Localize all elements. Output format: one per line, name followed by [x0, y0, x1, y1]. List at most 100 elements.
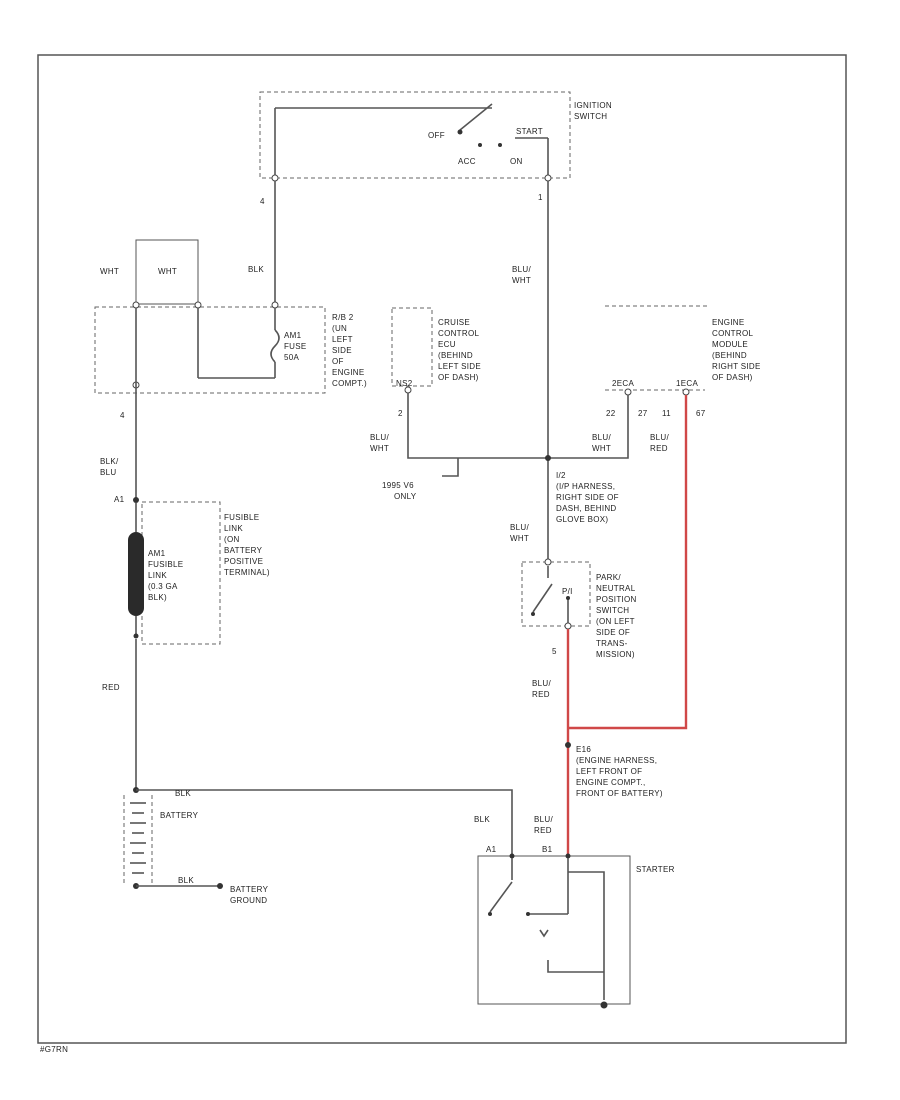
splice-i2: I/2 (I/P HARNESS, RIGHT SIDE OF DASH, BE…: [510, 455, 619, 543]
ecm-title-6: OF DASH): [712, 373, 753, 382]
ignition-acc: ACC: [458, 157, 476, 166]
ignition-off: OFF: [428, 131, 445, 140]
rb2-title-7: COMPT.): [332, 379, 367, 388]
rb2-title-1: R/B 2: [332, 313, 354, 322]
wire-label-bluwht-2b: WHT: [370, 444, 389, 453]
starter: STARTER A1 B1: [477, 845, 674, 1009]
starter-pin-b: B1: [542, 845, 553, 854]
fusible-title-5: POSITIVE: [224, 557, 263, 566]
wire-label-bluwht-3b: WHT: [592, 444, 611, 453]
ecm-pin-a: 2ECA: [612, 379, 634, 388]
pn-title-8: MISSION): [596, 650, 635, 659]
wire-label-blured-1b: RED: [650, 444, 668, 453]
ignition-start: START: [516, 127, 543, 136]
footer-code: #G7RN: [40, 1045, 68, 1054]
e16-title-5: FRONT OF BATTERY): [576, 789, 663, 798]
cruise-title-3: ECU: [438, 340, 456, 349]
rb2-title-5: OF: [332, 357, 344, 366]
wire-blk-battery-to-starter: [136, 789, 513, 856]
ignition-pin-left: 4: [260, 197, 265, 206]
fuse-block-rb2: WHT WHT AM1 FUSE 50A R/B 2 (UN LEFT SIDE…: [94, 239, 367, 394]
ecm-pin27: 27: [638, 409, 648, 418]
wire-red-ecm-signal: [568, 395, 688, 730]
starter-pin-a: A1: [486, 845, 497, 854]
cruise-title-1: CRUISE: [438, 318, 470, 327]
fusible-title-2: LINK: [224, 524, 243, 533]
cruise-pin: NS2: [396, 379, 413, 388]
battery-ground-1: BATTERY: [230, 885, 269, 894]
cruise-title-6: OF DASH): [438, 373, 479, 382]
cruise-control-ecu: CRUISE CONTROL ECU (BEHIND LEFT SIDE OF …: [370, 307, 548, 501]
i2-title-4: DASH, BEHIND: [556, 504, 617, 513]
rb2-title-2: (UN: [332, 324, 347, 333]
wire-label-blkblu-a: BLK/: [100, 457, 119, 466]
i2-title-5: GLOVE BOX): [556, 515, 608, 524]
e16-title-4: ENGINE COMPT.,: [576, 778, 646, 787]
pn-pos: P/I: [562, 587, 573, 596]
fusible-link-5: BLK): [148, 593, 167, 602]
fusible-link-1: AM1: [148, 549, 166, 558]
battery: BATTERY BLK BATTERY GROUND: [123, 787, 269, 905]
wire-label-blured-1a: BLU/: [650, 433, 669, 442]
wire-label-blkblu-b: BLU: [100, 468, 116, 477]
pn-title-2: NEUTRAL: [596, 584, 636, 593]
diagram-frame: [37, 54, 847, 1044]
fusible-link-element: [128, 532, 144, 616]
ignition-title-2: SWITCH: [574, 112, 607, 121]
ecm-title-2: CONTROL: [712, 329, 753, 338]
fusible-link: A1 AM1 FUSIBLE LINK (0.3 GA BLK) FUSIBLE…: [114, 495, 270, 645]
wire-label-blk-starter: BLK: [474, 815, 490, 824]
ignition-on: ON: [510, 157, 523, 166]
i2-title-3: RIGHT SIDE OF: [556, 493, 619, 502]
pn-title-4: SWITCH: [596, 606, 629, 615]
model-note-2: ONLY: [394, 492, 417, 501]
ecm-pin11: 11: [662, 409, 671, 418]
fusible-title-1: FUSIBLE: [224, 513, 259, 522]
ignition-title-1: IGNITION: [574, 101, 612, 110]
fusible-title-4: BATTERY: [224, 546, 263, 555]
e16-title-2: (ENGINE HARNESS,: [576, 756, 657, 765]
wire-label-bluwht-1b: WHT: [512, 276, 531, 285]
wire-label-blk-batt: BLK: [175, 789, 191, 798]
fusible-title-6: TERMINAL): [224, 568, 270, 577]
wire-label-bluwht-2a: BLU/: [370, 433, 389, 442]
fusible-link-4: (0.3 GA: [148, 582, 178, 591]
rb2-title-3: LEFT: [332, 335, 353, 344]
pn-title-3: POSITION: [596, 595, 637, 604]
fusible-link-2: FUSIBLE: [148, 560, 183, 569]
fuse-wht-2: WHT: [158, 267, 177, 276]
rb2-title-4: SIDE: [332, 346, 352, 355]
fusible-title-3: (ON: [224, 535, 240, 544]
wire-label-blured-2a: BLU/: [532, 679, 551, 688]
battery-label: BATTERY: [160, 811, 199, 820]
wire-label-blured-3b: RED: [534, 826, 552, 835]
fusible-link-3: LINK: [148, 571, 167, 580]
ignition-pin-right: 1: [538, 193, 543, 202]
wire-label-bluwht-4a: BLU/: [510, 523, 529, 532]
ecm-pin67: 67: [696, 409, 706, 418]
wire-label-red: RED: [102, 683, 120, 692]
e16-title-1: E16: [576, 745, 591, 754]
engine-control-module: ENGINE CONTROL MODULE (BEHIND RIGHT SIDE…: [548, 305, 760, 459]
fuse-am1-1: AM1: [284, 331, 302, 340]
cruise-pin2: 2: [398, 409, 403, 418]
e16-title-3: LEFT FRONT OF: [576, 767, 642, 776]
i2-title-2: (I/P HARNESS,: [556, 482, 615, 491]
ecm-title-4: (BEHIND: [712, 351, 747, 360]
battery-ground-wire: BLK: [178, 876, 194, 885]
rb2-title-6: ENGINE: [332, 368, 364, 377]
pn-title-1: PARK/: [596, 573, 621, 582]
wire-label-pin4: 4: [120, 411, 125, 420]
cruise-title-5: LEFT SIDE: [438, 362, 481, 371]
ecm-title-3: MODULE: [712, 340, 748, 349]
ecm-title-1: ENGINE: [712, 318, 744, 327]
fuse-am1-3: 50A: [284, 353, 299, 362]
splice-e16: E16 (ENGINE HARNESS, LEFT FRONT OF ENGIN…: [534, 742, 663, 835]
wire-label-bluwht-1a: BLU/: [512, 265, 531, 274]
park-neutral-switch: P/I PARK/ NEUTRAL POSITION SWITCH (ON LE…: [521, 558, 637, 659]
pn-title-5: (ON LEFT: [596, 617, 635, 626]
pn-title-7: TRANS-: [596, 639, 628, 648]
wire-label-blured-3a: BLU/: [534, 815, 553, 824]
cruise-title-2: CONTROL: [438, 329, 479, 338]
wire-label-blk: BLK: [248, 265, 264, 274]
